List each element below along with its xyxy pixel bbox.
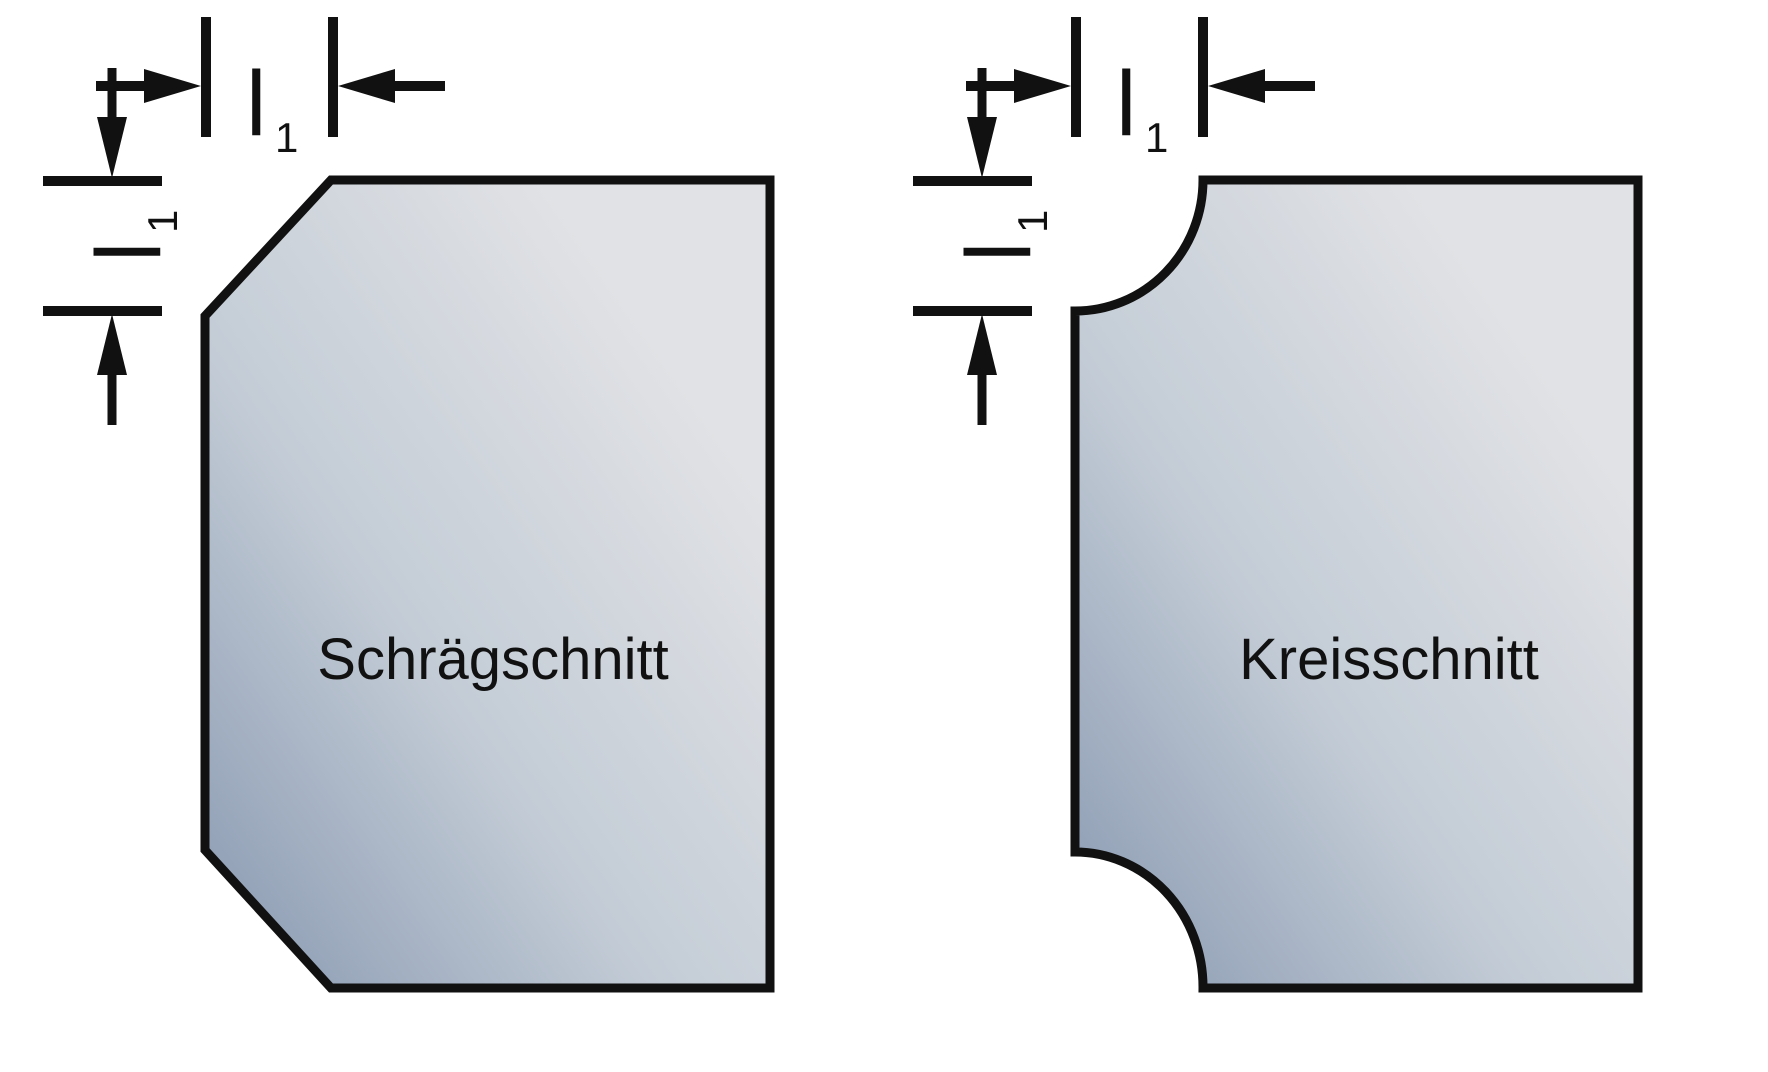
arrow-left-icon (338, 69, 395, 103)
chamfer-label: Schrägschnitt (317, 627, 668, 692)
chamfer-shape (200, 175, 775, 993)
arrow-left-icon (1208, 69, 1265, 103)
arrow-up-icon (97, 314, 127, 375)
arrow-up-icon (967, 314, 997, 375)
dimension-label-horizontal: l (1116, 53, 1136, 155)
radius-label: Kreisschnitt (1239, 627, 1539, 692)
chamfer-dimensions: l 1 l 1 (43, 17, 445, 425)
dimension-subscript-vertical: 1 (139, 210, 186, 233)
dimension-label-horizontal: l (246, 53, 266, 155)
arrow-right-icon (144, 69, 201, 103)
dimension-subscript-horizontal: 1 (275, 114, 298, 161)
arrow-down-icon (97, 117, 127, 178)
radius-dimensions: l 1 l 1 (913, 17, 1315, 425)
dimension-subscript-vertical: 1 (1009, 210, 1056, 233)
dimension-subscript-horizontal: 1 (1145, 114, 1168, 161)
radius-shape (1070, 175, 1643, 993)
chamfer-cut-figure: Schrägschnitt (200, 175, 775, 993)
dimension-label-vertical: l (78, 242, 180, 262)
radius-cut-figure: Kreisschnitt (1070, 175, 1643, 993)
dimension-label-vertical: l (948, 242, 1050, 262)
arrow-down-icon (967, 117, 997, 178)
arrow-right-icon (1014, 69, 1071, 103)
